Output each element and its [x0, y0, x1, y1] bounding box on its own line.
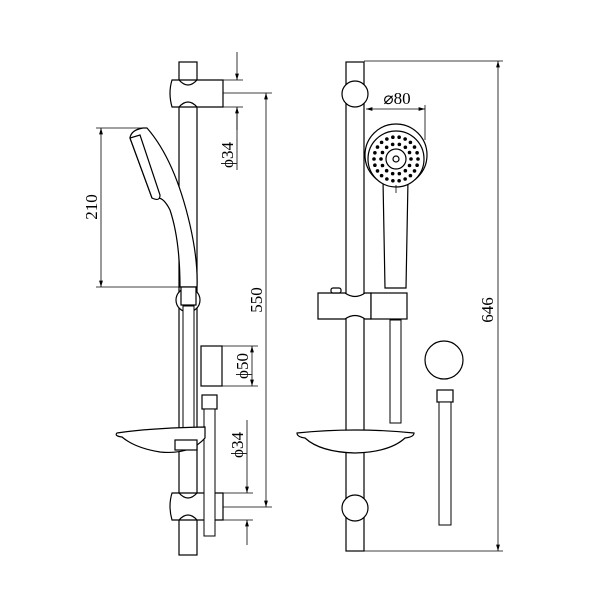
- front-soap-dish: [296, 429, 415, 454]
- nozzle: [391, 135, 395, 140]
- nozzle: [407, 163, 412, 168]
- nozzle: [375, 145, 380, 149]
- dim-top-bracket: ϕ34: [218, 52, 243, 170]
- wall-outlet-front: [424, 340, 464, 380]
- nozzle: [412, 145, 417, 149]
- dim-550: 550: [223, 92, 272, 508]
- nozzle: [384, 145, 389, 150]
- dim-label-210: 210: [82, 194, 101, 220]
- nozzle: [403, 137, 407, 141]
- nozzle: [379, 157, 383, 161]
- nozzle: [397, 142, 402, 147]
- hose-connector: [180, 286, 197, 306]
- nozzle: [407, 150, 412, 155]
- front-view: ⌀80 646: [296, 60, 503, 552]
- nozzle: [403, 177, 407, 181]
- outlet-hose: [438, 401, 452, 526]
- nozzle: [391, 178, 395, 183]
- spray-nozzles: [372, 135, 420, 183]
- dim-bottom-bracket: ϕ34: [223, 420, 253, 545]
- nozzle: [390, 142, 395, 147]
- outlet-nut-front: [436, 389, 454, 403]
- top-bracket: [169, 79, 224, 108]
- nozzle: [375, 169, 380, 173]
- nozzle: [380, 150, 385, 155]
- dim-label-bottom-phi34: ϕ34: [228, 432, 247, 458]
- nozzle: [415, 151, 419, 155]
- nozzle: [408, 173, 413, 178]
- nozzle: [373, 151, 377, 155]
- side-view: 210 550 ϕ34 ϕ50 ϕ34: [82, 52, 272, 556]
- side-hose-lower: [203, 408, 216, 537]
- nozzle: [408, 140, 413, 145]
- nozzle: [416, 157, 420, 161]
- nozzle: [380, 163, 385, 168]
- nozzle: [379, 140, 384, 145]
- dim-label-646: 646: [478, 297, 497, 323]
- dim-label-phi80: ⌀80: [383, 89, 410, 108]
- bottom-knob: [341, 494, 369, 522]
- shower-holder: [370, 292, 408, 320]
- front-hose: [389, 319, 402, 424]
- nozzle: [385, 177, 389, 181]
- dim-210: 210: [82, 127, 181, 288]
- nozzle: [385, 137, 389, 141]
- front-handle: [382, 179, 409, 289]
- side-handshower-face: [129, 134, 161, 201]
- nozzle: [415, 163, 419, 167]
- slider-clamp: [317, 292, 372, 320]
- dim-label-phi50: ϕ50: [233, 353, 252, 379]
- side-hose-upper: [182, 305, 195, 432]
- soap-dish-mount: [174, 439, 198, 451]
- slider-button: [330, 287, 342, 294]
- nozzle: [397, 178, 401, 183]
- dim-wall-outlet: ϕ50: [222, 345, 258, 387]
- outlet-nut: [201, 394, 218, 410]
- wall-outlet-side: [200, 345, 223, 387]
- nozzle: [384, 168, 389, 173]
- dim-label-550: 550: [247, 287, 266, 313]
- nozzle: [403, 168, 408, 173]
- nozzle: [397, 135, 401, 140]
- center-nozzle: [392, 155, 400, 163]
- dim-80: ⌀80: [366, 89, 426, 140]
- nozzle: [373, 163, 377, 167]
- nozzle: [412, 169, 417, 173]
- nozzle: [409, 157, 413, 161]
- dim-label-top-phi34: ϕ34: [218, 142, 237, 168]
- dim-646: 646: [364, 60, 503, 552]
- nozzle: [390, 171, 395, 176]
- top-knob: [341, 80, 369, 108]
- nozzle: [372, 157, 376, 161]
- nozzle: [397, 171, 402, 176]
- nozzle: [379, 173, 384, 178]
- nozzle: [403, 145, 408, 150]
